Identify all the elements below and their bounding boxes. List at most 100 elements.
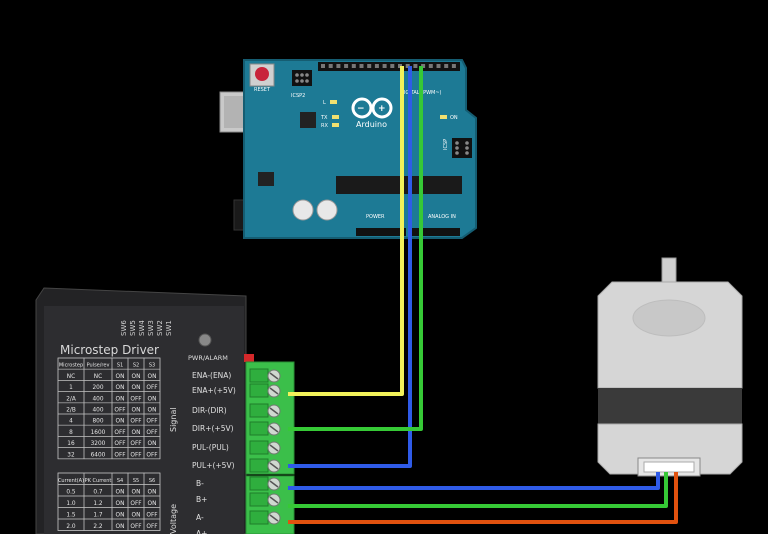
table-cell: OFF [146, 430, 157, 436]
led-tx [332, 115, 339, 119]
wire-blue-pul [288, 66, 412, 468]
header-pin [367, 64, 372, 68]
table-cell: 2/A [66, 396, 76, 402]
led-rx-label: RX [321, 123, 328, 129]
table-cell: 400 [92, 408, 103, 414]
wire-green-dir [288, 66, 423, 431]
atmega-chip [336, 176, 462, 194]
table-cell: 0.7 [93, 490, 103, 496]
arduino-logo: − + [351, 97, 393, 119]
voltage-group-label: Voltage [169, 504, 178, 534]
table-cell: ON [116, 374, 125, 380]
icsp-label: ICSP [443, 139, 449, 150]
digital-header [318, 62, 460, 71]
reset-label: RESET [254, 87, 271, 93]
table-cell: 32 [67, 452, 75, 458]
usb-chip [300, 112, 316, 128]
table-cell: OFF [146, 419, 157, 425]
table-cell: 1.7 [93, 513, 103, 519]
led-tx-label: TX [320, 115, 328, 121]
terminal-label: DIR-(DIR) [192, 406, 227, 415]
table-cell: 0.5 [66, 490, 76, 496]
table-cell: OFF [146, 385, 157, 391]
power-label: POWER [366, 214, 385, 220]
wires [288, 66, 678, 524]
wire-orange-a [288, 472, 678, 524]
terminal-label: ENA-(ENA) [192, 371, 231, 380]
motor-bottom-plate [597, 423, 743, 475]
table-cell: ON [132, 513, 141, 519]
table-header-cell: S3 [149, 363, 155, 369]
table-cell: 8 [69, 430, 73, 436]
table-cell: OFF [146, 452, 157, 458]
terminal-labels: ENA-(ENA)ENA+(+5V)DIR-(DIR)DIR+(+5V)PUL-… [192, 371, 236, 534]
table-cell: ON [116, 513, 125, 519]
analog-header [410, 228, 460, 236]
header-pin [328, 64, 333, 68]
header-pin [436, 64, 441, 68]
wire-yellow-ena [288, 66, 404, 396]
table-cell: ON [116, 501, 125, 507]
terminal-label: A- [196, 513, 204, 522]
table-cell: 1600 [91, 430, 106, 436]
capacitor-1 [292, 199, 314, 221]
table-cell: OFF [114, 430, 125, 436]
switch-label: SW2 [156, 320, 164, 336]
table-cell: OFF [130, 396, 141, 402]
red-indicator [244, 354, 254, 362]
power-header [356, 228, 406, 236]
header-pin [390, 64, 395, 68]
header-pin [451, 64, 456, 68]
table-cell: OFF [114, 452, 125, 458]
table-cell: 6400 [91, 452, 106, 458]
terminal-label: DIR+(+5V) [192, 424, 234, 433]
table-cell: 3200 [91, 441, 106, 447]
wire-green-bplus [288, 472, 668, 508]
table-cell: 2.0 [66, 524, 76, 530]
header-pin [413, 64, 418, 68]
motor-body [598, 388, 742, 424]
pwr-alarm-label: PWR/ALARM [188, 354, 228, 362]
table-cell: ON [116, 490, 125, 496]
table-cell: OFF [146, 513, 157, 519]
switch-label: SW3 [147, 320, 155, 336]
table-cell: ON [116, 524, 125, 530]
icsp-header [452, 138, 472, 158]
table-cell: 1.0 [66, 501, 76, 507]
table-cell: OFF [130, 441, 141, 447]
terminal-label: B+ [196, 495, 207, 504]
switch-label: SW4 [138, 320, 146, 336]
header-pin [344, 64, 349, 68]
table-cell: ON [148, 408, 157, 414]
table-cell: 16 [67, 441, 75, 447]
capacitor-2 [316, 199, 338, 221]
table-cell: 1.5 [66, 513, 76, 519]
led-l [330, 100, 337, 104]
table-cell: 4 [69, 419, 73, 425]
arduino-pcb [243, 59, 477, 239]
table-cell: ON [148, 490, 157, 496]
led-on [440, 115, 447, 119]
table-header-cell: S6 [149, 478, 155, 484]
table-cell: OFF [114, 408, 125, 414]
table-cell: OFF [130, 419, 141, 425]
table-cell: NC [94, 374, 102, 380]
table-cell: OFF [130, 501, 141, 507]
motor-hub [632, 299, 706, 337]
wire-blue-b [288, 472, 660, 490]
table-cell: 400 [92, 396, 103, 402]
reset-button-cap [255, 67, 269, 81]
svg-text:+: + [378, 104, 386, 114]
terminal-screws [249, 368, 281, 525]
table-cell: NC [67, 374, 75, 380]
on-label: ON [450, 115, 458, 121]
table-cell: 2.2 [93, 524, 103, 530]
stepper-motor [597, 257, 743, 477]
icsp2-label: ICSP2 [291, 93, 305, 99]
header-pin [321, 64, 325, 68]
